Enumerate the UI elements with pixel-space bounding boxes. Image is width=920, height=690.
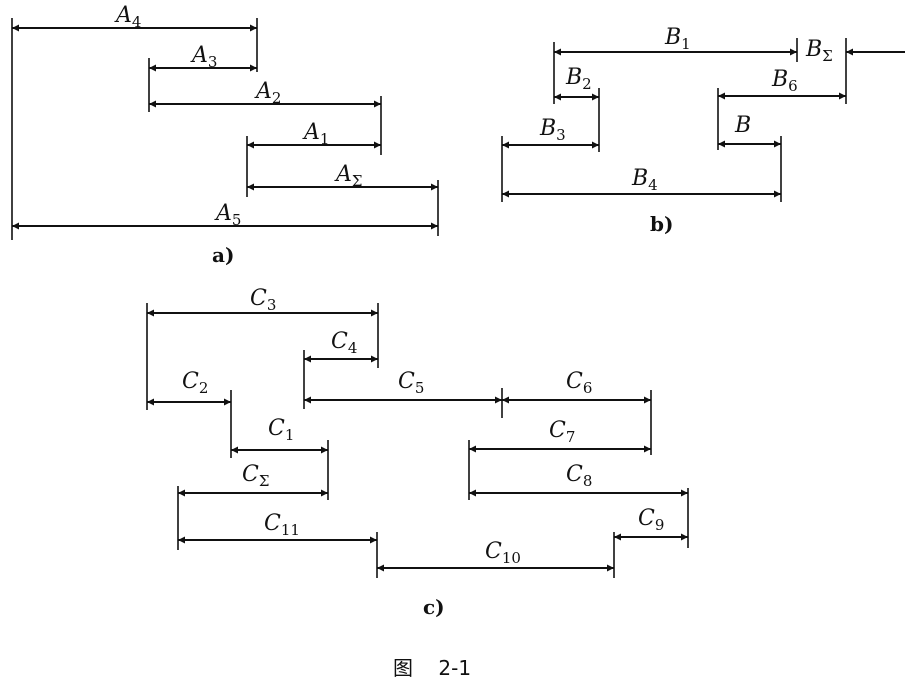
- label-csigma: CΣ: [242, 462, 269, 490]
- caption-c: c): [423, 595, 445, 619]
- label-c10: C10: [485, 539, 521, 567]
- label-c4: C4: [331, 329, 357, 357]
- label-c6: C6: [566, 369, 592, 397]
- label-b1: B1: [664, 25, 691, 53]
- caption-a: a): [212, 243, 234, 267]
- label-c9: C9: [638, 506, 664, 534]
- label-b6: B6: [771, 67, 798, 95]
- label-c2: C2: [182, 369, 208, 397]
- label-a4: A4: [114, 3, 141, 31]
- caption-b: b): [650, 212, 673, 236]
- panel-c: C3 C4 C2 C5 C6 C1 C7 CΣ C8 C11 C9 C10 c): [146, 286, 689, 619]
- label-c7: C7: [549, 418, 575, 446]
- label-b: B: [734, 113, 751, 138]
- panel-b: B1 BΣ B2 B6 B3 B B4 b): [501, 25, 905, 236]
- label-b3: B3: [539, 116, 566, 144]
- label-asigma: AΣ: [334, 162, 363, 190]
- label-c11: C11: [264, 511, 300, 539]
- label-a3: A3: [190, 43, 217, 71]
- label-c8: C8: [566, 462, 592, 490]
- panel-a: A4 A3 A2 A1 AΣ A5 a): [11, 3, 439, 267]
- figure-title: 图 2-1: [393, 656, 471, 680]
- label-c3: C3: [250, 286, 276, 314]
- label-b2: B2: [565, 65, 592, 93]
- label-a5: A5: [214, 201, 241, 229]
- label-c1: C1: [268, 416, 294, 444]
- label-a1: A1: [302, 120, 329, 148]
- label-c5: C5: [398, 369, 424, 397]
- label-a2: A2: [254, 79, 281, 107]
- label-b4: B4: [631, 166, 658, 194]
- label-bsigma: BΣ: [805, 37, 833, 65]
